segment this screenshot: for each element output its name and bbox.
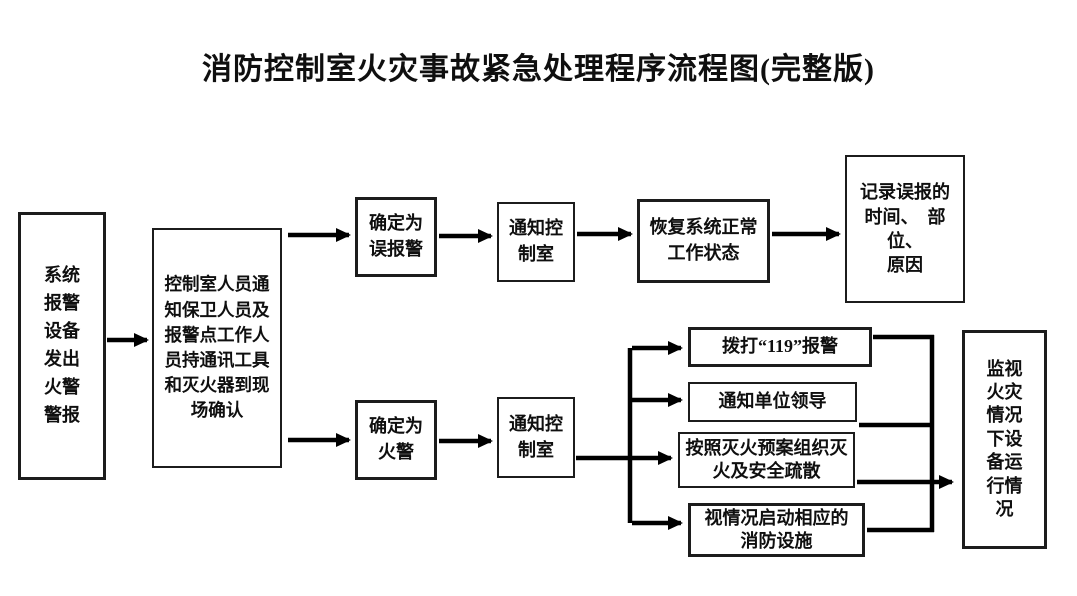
node-notify-control-bottom-label: 通知控 制室 [509,413,563,460]
node-monitor-equipment-label: 监视 火灾 情况 下设 备运 行情 况 [986,358,1023,519]
node-notify-control-top-label: 通知控 制室 [509,218,563,264]
node-restore-system-label: 恢复系统正常 工作状态 [649,217,758,263]
node-restore-system: 恢复系统正常 工作状态 [637,199,770,283]
node-system-alarm-label: 系统 报警 设备 发出 火警 警报 [44,265,80,425]
node-call-119-label: 拨打“119”报警 [721,336,838,357]
node-record-false-alarm-label: 记录误报的 时间、 部位、 原因 [860,182,950,276]
node-call-119: 拨打“119”报警 [688,327,872,367]
node-organize-extinguish: 按照灭火预案组织灭 火及安全疏散 [678,432,855,488]
node-activate-facilities-label: 视情况启动相应的 消防设施 [704,507,849,551]
node-notify-leaders-label: 通知单位领导 [718,391,827,412]
node-system-alarm: 系统 报警 设备 发出 火警 警报 [18,212,106,480]
node-activate-facilities: 视情况启动相应的 消防设施 [688,503,865,557]
node-fire-alarm-label: 确定为 火警 [369,416,423,462]
node-record-false-alarm: 记录误报的 时间、 部位、 原因 [845,155,965,303]
node-false-alarm-label: 确定为 误报警 [369,213,423,259]
node-notify-control-top: 通知控 制室 [497,202,575,282]
node-fire-alarm: 确定为 火警 [355,400,437,480]
node-notify-control-bottom: 通知控 制室 [497,397,575,478]
node-monitor-equipment: 监视 火灾 情况 下设 备运 行情 况 [962,330,1047,549]
node-notify-confirm: 控制室人员通 知保卫人员及 报警点工作人 员持通讯工具 和灭火器到现 场确认 [152,228,282,468]
node-false-alarm: 确定为 误报警 [355,197,437,277]
node-organize-extinguish-label: 按照灭火预案组织灭 火及安全疏散 [685,437,848,481]
node-notify-leaders: 通知单位领导 [688,382,857,422]
flowchart-title: 消防控制室火灾事故紧急处理程序流程图(完整版) [202,53,875,86]
node-notify-confirm-label: 控制室人员通 知保卫人员及 报警点工作人 员持通讯工具 和灭火器到现 场确认 [164,274,270,421]
